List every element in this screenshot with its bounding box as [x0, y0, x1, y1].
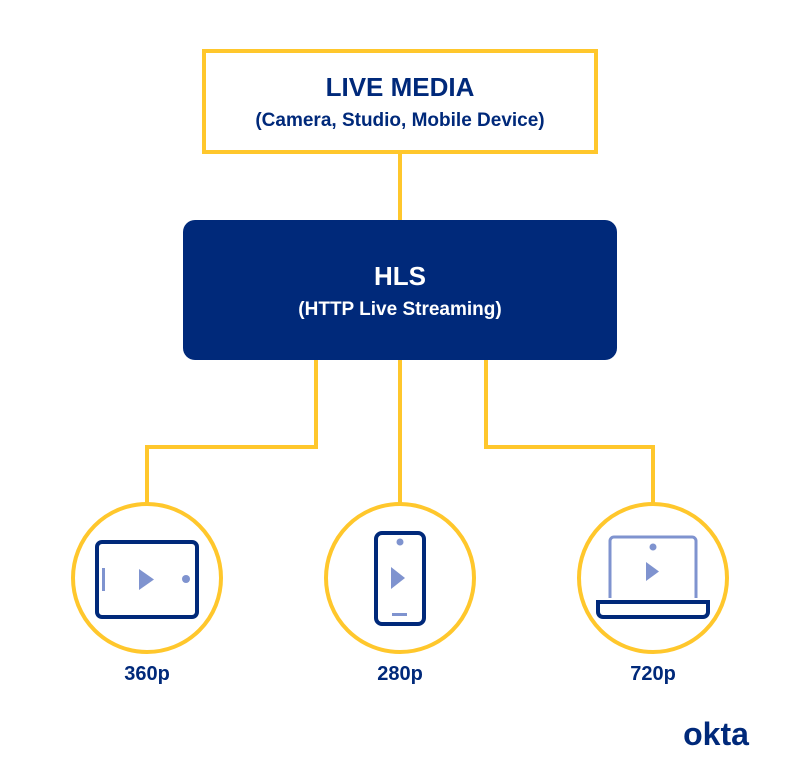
laptop-icon: [596, 535, 710, 619]
connector-720p: [484, 360, 655, 504]
output-label-720p: 720p: [630, 663, 676, 685]
phone-icon: [374, 531, 426, 626]
output-circle-720p: [577, 502, 729, 654]
okta-logo: okta: [683, 716, 749, 752]
live-media-subtitle: (Camera, Studio, Mobile Device): [255, 110, 544, 131]
output-label-280p: 280p: [377, 663, 423, 685]
hls-subtitle: (HTTP Live Streaming): [298, 299, 501, 320]
live-media-title: LIVE MEDIA: [326, 72, 475, 102]
tablet-icon: [95, 540, 199, 619]
hls-box: [183, 220, 617, 360]
connectors: [145, 153, 655, 504]
output-label-360p: 360p: [124, 663, 170, 685]
connector-360p: [145, 360, 318, 504]
hls-title: HLS: [374, 261, 426, 291]
live-media-box: [202, 49, 598, 154]
